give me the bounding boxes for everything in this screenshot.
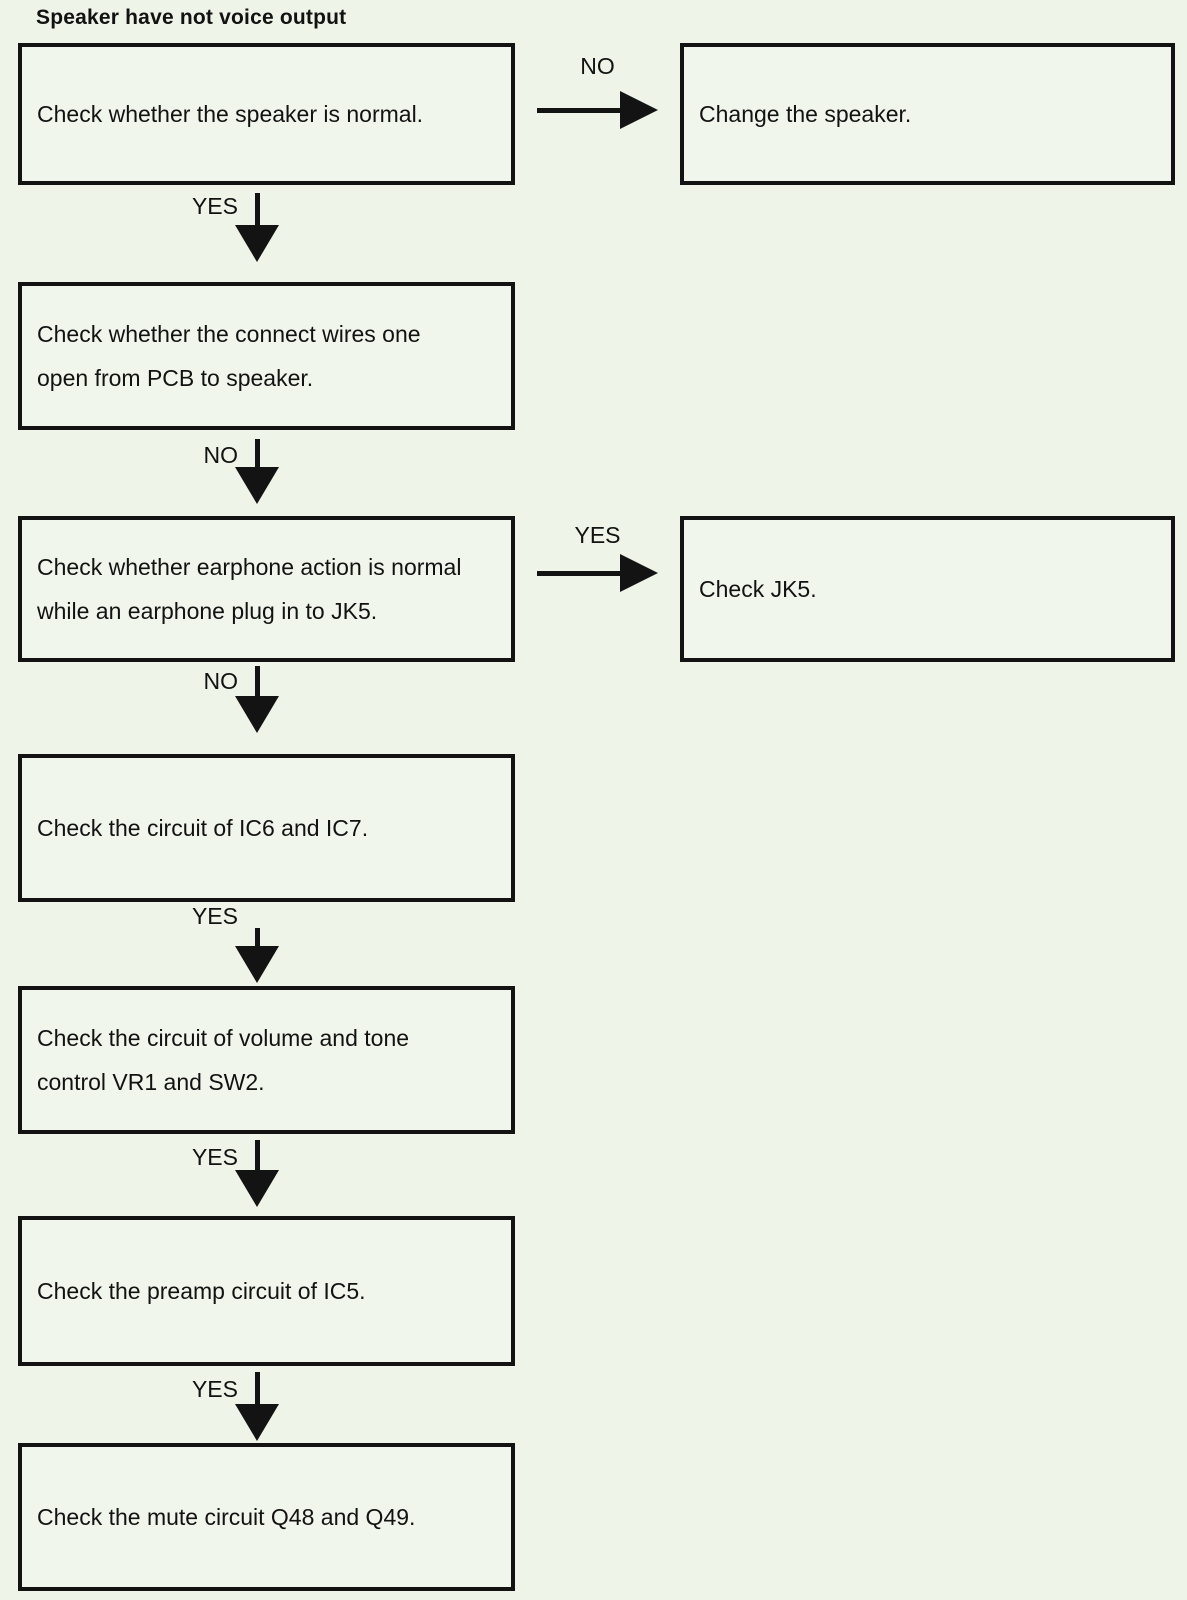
arrow-right-icon	[537, 91, 658, 129]
arrow-head	[235, 1404, 279, 1441]
node-text-line: Check the mute circuit Q48 and Q49.	[37, 1504, 416, 1530]
arrow-down-icon	[235, 666, 279, 733]
node-text-line: Check whether the speaker is normal.	[37, 101, 424, 127]
arrow-head	[235, 1170, 279, 1207]
node-text-line: Check whether the connect wires one	[37, 321, 421, 347]
node-check-preamp: Check the preamp circuit of IC5.	[18, 1216, 515, 1366]
node-check-mute: Check the mute circuit Q48 and Q49.	[18, 1443, 515, 1591]
node-check-earphone: Check whether earphone action is normal …	[18, 516, 515, 662]
arrow-down-icon	[235, 1140, 279, 1207]
arrow-head	[620, 554, 658, 592]
node-check-ic6-ic7: Check the circuit of IC6 and IC7.	[18, 754, 515, 902]
node-check-speaker: Check whether the speaker is normal.	[18, 43, 515, 185]
edge-label-preamp-yes: YES	[191, 1376, 238, 1402]
arrow-head	[235, 467, 279, 504]
arrow-head	[235, 696, 279, 733]
arrow-down-icon	[235, 928, 279, 983]
arrow-down-icon	[235, 1372, 279, 1441]
node-text-line: Check JK5.	[699, 576, 817, 602]
flowchart-title: Speaker have not voice output	[36, 6, 347, 29]
arrow-shaft	[537, 570, 620, 576]
node-text-line: Check whether earphone action is normal	[37, 554, 462, 580]
arrow-right-icon	[537, 554, 658, 592]
node-text-line: Change the speaker.	[699, 101, 912, 127]
node-text-line: while an earphone plug in to JK5.	[37, 598, 378, 624]
edge-label-speaker-yes: YES	[191, 193, 238, 219]
arrow-shaft	[254, 666, 260, 696]
node-text-line: control VR1 and SW2.	[37, 1069, 265, 1095]
arrow-shaft	[254, 193, 260, 225]
arrow-down-icon	[235, 439, 279, 504]
arrow-shaft	[537, 107, 620, 113]
edge-label-speaker-no: NO	[580, 53, 615, 79]
edge-label-earphone-yes: YES	[574, 522, 621, 548]
arrow-head	[620, 91, 658, 129]
node-check-jk5: Check JK5.	[680, 516, 1175, 662]
node-text-line: open from PCB to speaker.	[37, 365, 314, 391]
node-check-wires: Check whether the connect wires one open…	[18, 282, 515, 430]
node-text-line: Check the preamp circuit of IC5.	[37, 1278, 366, 1304]
arrow-shaft	[254, 1372, 260, 1404]
arrow-shaft	[254, 928, 260, 946]
node-change-speaker: Change the speaker.	[680, 43, 1175, 185]
node-text-line: Check the circuit of IC6 and IC7.	[37, 815, 369, 841]
arrow-head	[235, 946, 279, 983]
arrow-shaft	[254, 1140, 260, 1170]
edge-label-vol-yes: YES	[191, 1144, 238, 1170]
node-check-volume-tone: Check the circuit of volume and tone con…	[18, 986, 515, 1134]
arrow-down-icon	[235, 193, 279, 262]
edge-label-ic6-yes: YES	[191, 903, 238, 929]
edge-label-wires-no: NO	[203, 442, 239, 468]
node-text-line: Check the circuit of volume and tone	[37, 1025, 410, 1051]
arrow-head	[235, 225, 279, 262]
arrow-shaft	[254, 439, 260, 467]
edge-label-earphone-no: NO	[203, 668, 239, 694]
